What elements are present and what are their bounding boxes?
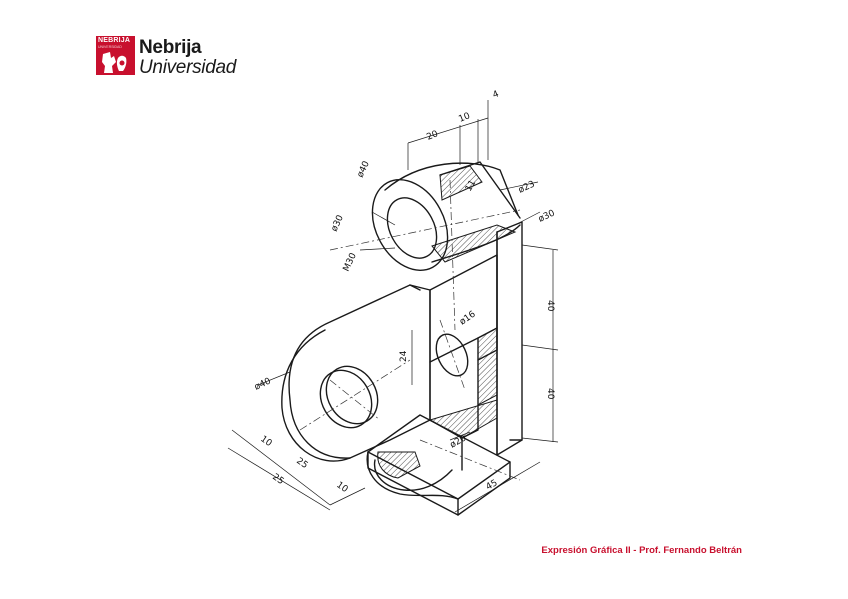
dim-mid-24: 24 [399, 350, 409, 362]
logo-name: Nebrija [139, 37, 202, 58]
dim-top-10: 10 [457, 111, 472, 125]
badge-emblem-icon [102, 52, 127, 73]
dim-top-20: 20 [425, 129, 440, 143]
center-lines [299, 179, 521, 481]
nebrija-logo: NEBRIJA UNIVERSIDAD Nebrija Universidad [96, 36, 236, 77]
badge-subword: UNIVERSIDAD [98, 45, 122, 49]
dim-top-4: 4 [491, 89, 500, 101]
dim-bottom-10b: 10 [334, 480, 349, 495]
dim-right-40b: 40 [545, 388, 555, 400]
dim-top-11: 11 [464, 179, 478, 194]
dim-d23: ø23 [517, 179, 537, 195]
dim-bottom-45: 45 [485, 478, 500, 492]
dim-bottom-10a: 10 [258, 434, 273, 449]
badge-word: NEBRIJA [98, 37, 131, 44]
dim-bottom-25b: 25 [270, 472, 285, 487]
dim-d16: ø16 [458, 309, 478, 327]
dim-d40-left: ø40 [253, 376, 273, 392]
nebrija-badge: NEBRIJA UNIVERSIDAD [96, 36, 135, 75]
dim-m30: M30 [342, 251, 359, 273]
dimension-labels: ø40 ø30 M30 ø23 ø30 ø16 ø20 ø40 20 10 4 … [253, 89, 557, 495]
dim-d40-top: ø40 [356, 159, 372, 179]
footer-course-credit: Expresión Gráfica II - Prof. Fernando Be… [541, 545, 742, 556]
dimension-lines [227, 100, 559, 513]
dim-right-40a: 40 [545, 300, 555, 312]
section-hatching [377, 165, 517, 479]
dim-bottom-25a: 25 [294, 456, 309, 471]
dim-d30-right: ø30 [537, 208, 557, 224]
dim-d30-left: ø30 [330, 213, 346, 233]
logo-subtitle: Universidad [139, 57, 237, 78]
